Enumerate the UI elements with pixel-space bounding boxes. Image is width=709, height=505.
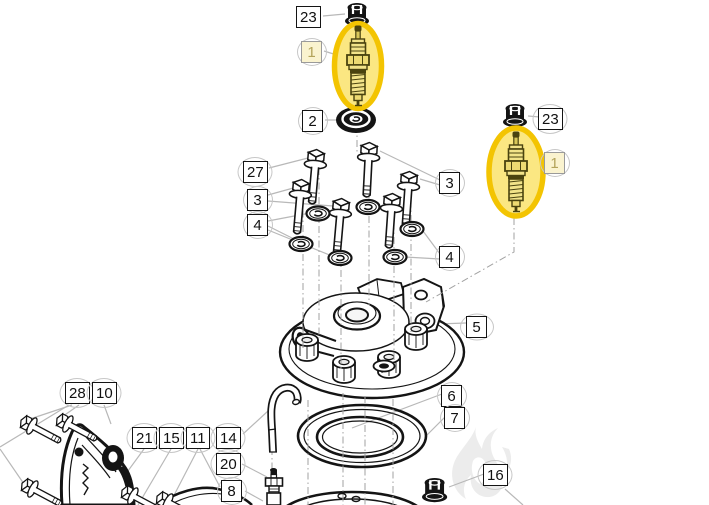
callout-7[interactable]: 7 xyxy=(439,404,470,432)
callout-label: 3 xyxy=(247,189,268,211)
cylinder-head xyxy=(278,277,466,400)
callout-ring xyxy=(296,38,327,66)
callout-ring xyxy=(459,313,494,341)
callout-label: 27 xyxy=(243,161,268,183)
callout-1-top[interactable]: 1 xyxy=(296,38,327,66)
callout-20[interactable]: 20 xyxy=(210,449,246,479)
callout-ring xyxy=(539,149,570,177)
flange-nut-16 xyxy=(420,476,449,504)
callout-ring xyxy=(434,243,465,271)
callout-3-right[interactable]: 3 xyxy=(434,169,465,197)
callout-10[interactable]: 10 xyxy=(86,378,122,408)
callout-2[interactable]: 2 xyxy=(297,107,328,135)
callout-label: 1 xyxy=(544,152,565,174)
callout-11[interactable]: 11 xyxy=(180,423,216,453)
callout-14[interactable]: 14 xyxy=(210,423,246,453)
callout-4-left[interactable]: 4 xyxy=(242,211,273,239)
callout-label: 3 xyxy=(439,172,460,194)
callout-23-right[interactable]: 23 xyxy=(532,104,568,134)
callout-ring xyxy=(242,211,273,239)
callout-label: 7 xyxy=(444,407,465,429)
callout-16[interactable]: 16 xyxy=(477,460,513,490)
callout-label: 4 xyxy=(439,246,460,268)
grease-fitting xyxy=(264,468,284,505)
callout-label: 21 xyxy=(132,427,157,449)
callout-3-left[interactable]: 3 xyxy=(242,186,273,214)
callout-5[interactable]: 5 xyxy=(459,313,494,341)
o-ring-outer xyxy=(296,403,428,469)
callout-label: 16 xyxy=(483,464,508,486)
callout-label: 15 xyxy=(159,427,184,449)
callout-label: 2 xyxy=(302,110,323,132)
callout-ring xyxy=(532,104,568,134)
callout-ring xyxy=(439,404,470,432)
callout-27[interactable]: 27 xyxy=(237,157,273,187)
callout-label: 5 xyxy=(466,316,487,338)
o-ring-inner xyxy=(315,415,405,459)
callout-label: 4 xyxy=(247,214,268,236)
callout-4-right[interactable]: 4 xyxy=(434,243,465,271)
callout-ring xyxy=(434,169,465,197)
callout-8[interactable]: 8 xyxy=(216,477,247,505)
callout-label: 14 xyxy=(216,427,241,449)
callout-ring xyxy=(86,378,122,408)
bottom-gasket-ring xyxy=(286,490,418,505)
callout-label: 23 xyxy=(538,108,563,130)
callout-label: 20 xyxy=(216,453,241,475)
callout-label: 10 xyxy=(92,382,117,404)
callout-ring xyxy=(477,460,513,490)
bent-pipe xyxy=(267,383,302,453)
callout-label: 23 xyxy=(296,6,321,28)
callout-label: 8 xyxy=(221,480,242,502)
callout-label: 11 xyxy=(186,427,210,449)
callout-label: 1 xyxy=(301,41,322,63)
valve-cover xyxy=(59,423,136,505)
callout-1-right[interactable]: 1 xyxy=(539,149,570,177)
callout-23-top[interactable]: 23 xyxy=(296,6,321,28)
flange-nut-right xyxy=(501,102,529,129)
callout-ring xyxy=(297,107,328,135)
